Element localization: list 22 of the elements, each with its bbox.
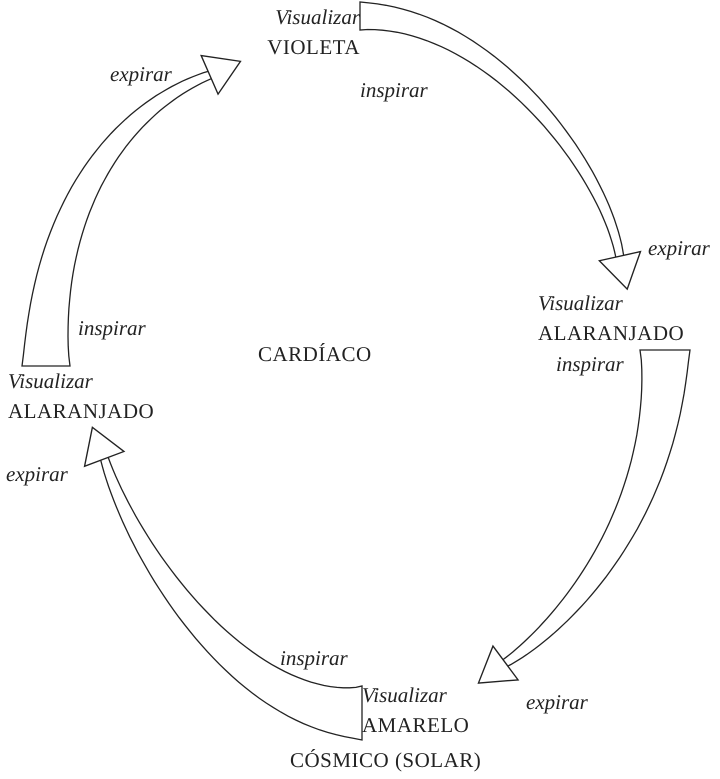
curved-arrow	[21, 54, 242, 367]
curved-arrow	[84, 426, 363, 741]
breath-label: inspirar	[360, 78, 428, 103]
node-title: ALARANJADO	[8, 398, 154, 425]
node-caption: Visualizar	[8, 368, 93, 395]
node-caption: Visualizar	[362, 682, 447, 709]
node-caption: Visualizar	[275, 4, 360, 31]
breath-label: expirar	[648, 236, 710, 261]
curved-arrow	[478, 349, 691, 684]
curved-arrow	[359, 1, 642, 290]
breath-label: inspirar	[556, 352, 624, 377]
node-title: ALARANJADO	[538, 320, 684, 347]
breath-label: expirar	[6, 462, 68, 487]
center-label: CÓSMICO (SOLAR)	[290, 748, 482, 773]
node-title: AMARELO	[362, 712, 470, 739]
node-title: VIOLETA	[267, 34, 360, 61]
breath-label: expirar	[110, 62, 172, 87]
node-caption: Visualizar	[538, 290, 623, 317]
breath-label: expirar	[526, 690, 588, 715]
breath-label: inspirar	[280, 646, 348, 671]
center-label: CARDÍACO	[258, 342, 372, 367]
breath-label: inspirar	[78, 316, 146, 341]
